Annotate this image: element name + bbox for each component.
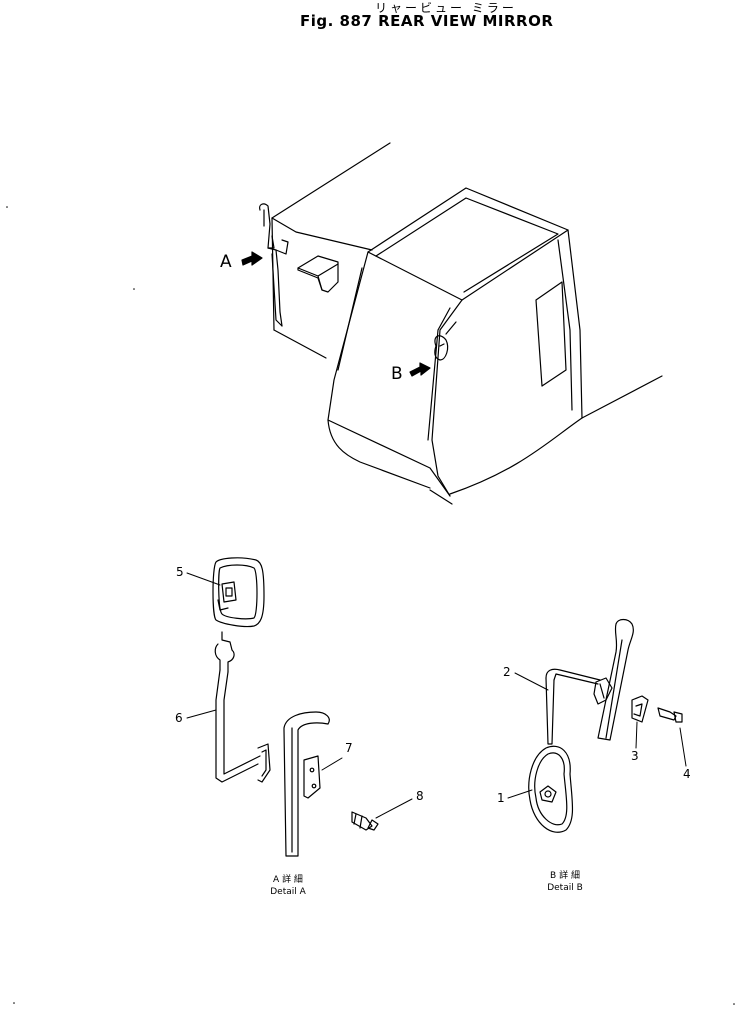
oval-mirror-1 [529, 746, 573, 832]
cab-mirror-b [435, 322, 456, 360]
bolt-8 [352, 812, 378, 830]
arm-2 [546, 669, 612, 744]
callout-5: 5 [176, 565, 184, 579]
housing-mirror-a [260, 204, 288, 326]
callout-4: 4 [683, 767, 691, 781]
japanese-title: リャービュー ミラー [375, 1, 517, 15]
mounting-post-b [598, 620, 633, 741]
arrow-b [410, 363, 430, 376]
detail-a-japanese: A 詳 細 [273, 875, 303, 885]
callout-2: 2 [503, 665, 511, 679]
cab [328, 188, 582, 496]
machine-body [272, 143, 662, 504]
leader-lines [187, 573, 686, 818]
speckles [6, 206, 735, 1005]
bracket-7 [304, 756, 320, 798]
callout-7: 7 [345, 741, 353, 755]
view-marker-b: B [391, 364, 403, 384]
side-block [298, 256, 338, 292]
clamp-3 [632, 696, 648, 722]
detail-a-label: Detail A [270, 887, 306, 897]
callout-1: 1 [497, 791, 505, 805]
mirror-stay [215, 632, 270, 782]
detail-b-label: Detail B [547, 883, 583, 893]
mounting-post-a [284, 712, 329, 856]
figure-title: Fig. 887 REAR VIEW MIRROR [300, 12, 554, 30]
view-marker-a: A [220, 252, 232, 272]
detail-b-japanese: B 詳 細 [550, 871, 580, 881]
callout-8: 8 [416, 789, 424, 803]
rectangular-mirror [213, 558, 264, 627]
callout-6: 6 [175, 711, 183, 725]
bolt-4 [658, 708, 682, 722]
arrow-a [242, 252, 262, 265]
callout-3: 3 [631, 749, 639, 763]
